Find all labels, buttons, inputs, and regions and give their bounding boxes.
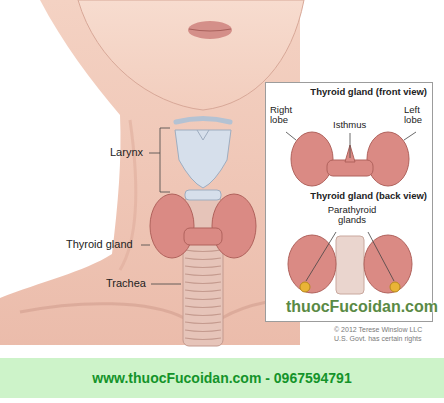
- collarbone: [20, 304, 184, 318]
- parathyroid-gland: [390, 282, 400, 292]
- inset-ground: [265, 82, 433, 322]
- leader-line: [404, 132, 416, 140]
- leader-line: [368, 232, 394, 281]
- part-label: Isthmus: [333, 120, 366, 130]
- trachea-ring: [185, 258, 221, 260]
- leader-line: [141, 245, 150, 246]
- leader-lines: [141, 128, 181, 284]
- hyoid-bone: [176, 119, 230, 123]
- thyroid-figure: [150, 194, 256, 258]
- laryngeal-notch: [197, 130, 209, 140]
- body-figure: [0, 0, 304, 345]
- trachea-ring: [185, 314, 221, 316]
- part-label: Left lobe: [404, 105, 434, 126]
- trachea-ring: [185, 290, 221, 292]
- part-label: Parathyroid glands: [320, 205, 384, 226]
- trachea-ring: [185, 322, 221, 324]
- footer-band: www.thuocFucoidan.com - 0967594791: [0, 358, 444, 398]
- part-label: Trachea: [106, 277, 146, 289]
- back-trachea: [336, 236, 364, 294]
- part-label: Right lobe: [270, 105, 306, 126]
- trachea-ring: [185, 330, 221, 332]
- leader-line: [151, 284, 181, 285]
- cricoid-cartilage: [185, 190, 221, 200]
- leader-line: [350, 133, 351, 158]
- back-lobe: [364, 235, 412, 293]
- larynx-figure: [175, 119, 231, 201]
- copyright-note: U.S. Govt. has certain rights: [334, 335, 422, 343]
- trachea-ring: [185, 306, 221, 308]
- thyroid-lobe: [150, 194, 194, 258]
- thyroid-cartilage: [175, 130, 231, 188]
- lips: [188, 21, 232, 39]
- part-label: Larynx: [110, 146, 143, 158]
- trachea-ring: [185, 274, 221, 276]
- front-lobe: [291, 132, 333, 186]
- inset-leader-lines: [286, 132, 416, 281]
- view-heading: Thyroid gland (back view): [310, 191, 427, 202]
- leader-line: [306, 232, 336, 281]
- inset-illustration: [265, 82, 433, 322]
- mouth-line: [189, 29, 231, 31]
- copyright-note: © 2012 Terese Winslow LLC: [334, 326, 422, 334]
- larynx-bracket: [149, 128, 170, 192]
- neck-shadow: [120, 120, 136, 270]
- front-lobe: [367, 132, 409, 186]
- watermark: thuocFucoidan.com: [286, 298, 438, 316]
- trachea-ring: [185, 250, 221, 252]
- part-label: Thyroid gland: [66, 238, 133, 250]
- trachea-ring: [185, 266, 221, 268]
- view-heading: Thyroid gland (front view): [310, 87, 427, 98]
- leader-line: [286, 132, 296, 140]
- parathyroid-gland: [300, 282, 310, 292]
- thyroid-lobe: [212, 194, 256, 258]
- thyroid-isthmus: [184, 228, 222, 245]
- trachea-ring: [185, 338, 221, 340]
- trachea-ring: [185, 298, 221, 300]
- footer-text: www.thuocFucoidan.com - 0967594791: [92, 370, 351, 386]
- trachea-ring: [185, 282, 221, 284]
- inset-panel: Thyroid gland (front view) Thyroid gland …: [265, 82, 433, 322]
